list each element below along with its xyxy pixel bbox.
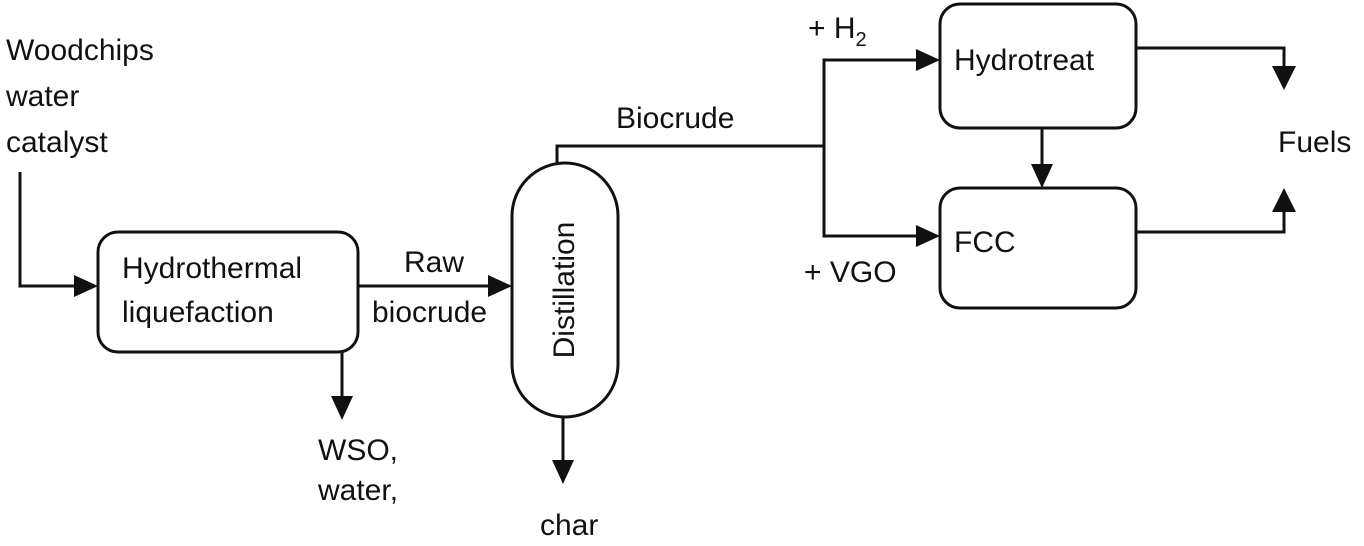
feed-arrow-line — [18, 172, 76, 288]
input-label-catalyst: catalyst — [6, 126, 108, 159]
hydrotreat-feed-line — [822, 58, 918, 146]
hydrotreat-to-fcc-arrowhead — [1031, 164, 1053, 188]
hydrotreat-box — [938, 2, 1138, 130]
h2-subscript: 2 — [856, 29, 867, 51]
raw-biocrude-arrowhead — [488, 275, 512, 297]
raw-biocrude-label-line2: biocrude — [372, 296, 487, 329]
distillation-column — [510, 161, 620, 419]
biocrude-label: Biocrude — [616, 102, 734, 135]
hydrotreat-output-arrowhead — [1272, 66, 1296, 90]
hydrotreat-feed-arrowhead — [916, 49, 940, 71]
h2-label: + H2 — [808, 12, 867, 51]
vgo-label: + VGO — [804, 256, 897, 289]
distillation-label: Distillation — [548, 222, 581, 359]
wso-label-line2: water, — [317, 474, 398, 507]
fcc-feed-arrowhead — [916, 225, 940, 247]
feed-arrowhead — [74, 275, 98, 297]
biocrude-line — [555, 144, 824, 163]
htl-label-line2: liquefaction — [122, 296, 274, 329]
raw-biocrude-label-line1: Raw — [404, 246, 464, 279]
htl-box — [96, 230, 360, 354]
wso-label-line1: WSO, — [318, 434, 398, 467]
fcc-box — [938, 186, 1138, 310]
fcc-output-line — [1136, 212, 1286, 234]
wso-arrowhead — [331, 396, 353, 420]
hydrotreat-output-line — [1136, 46, 1286, 66]
h2-prefix: + H — [808, 12, 856, 45]
fcc-output-arrowhead — [1272, 188, 1296, 212]
input-label-water: water — [5, 80, 79, 113]
fcc-feed-line — [822, 146, 918, 238]
htl-label-line1: Hydrothermal — [122, 252, 302, 285]
char-arrowhead — [552, 460, 574, 484]
hydrotreat-label: Hydrotreat — [954, 44, 1095, 77]
fuels-label: Fuels — [1278, 126, 1351, 159]
fcc-label: FCC — [954, 226, 1016, 259]
input-label-woodchips: Woodchips — [6, 34, 154, 67]
char-label: char — [540, 509, 598, 542]
